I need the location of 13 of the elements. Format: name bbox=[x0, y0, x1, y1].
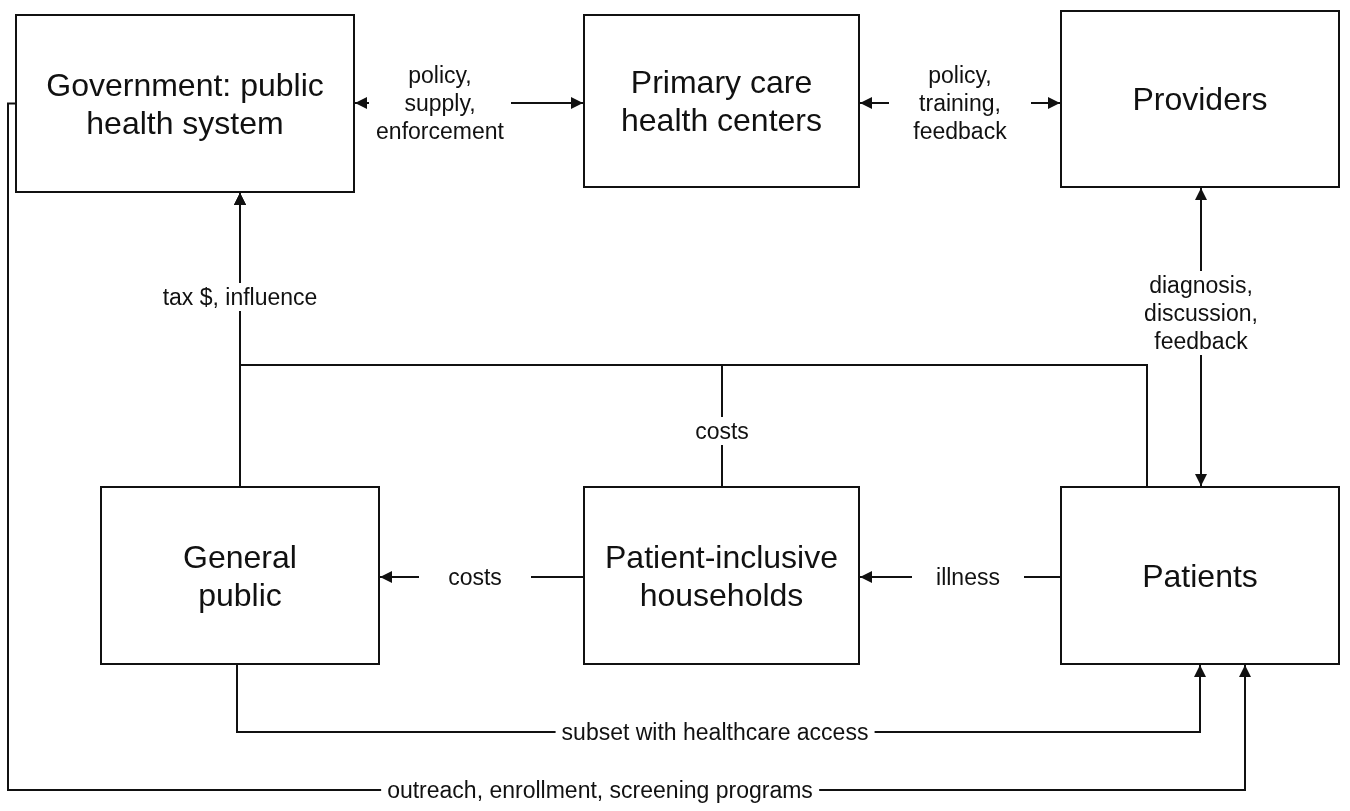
process-box bbox=[583, 486, 860, 665]
process-box bbox=[15, 14, 355, 193]
node-label: Patients bbox=[1141, 556, 1259, 595]
node-label: Primary care health centers bbox=[620, 63, 823, 139]
node-label: Providers bbox=[1131, 80, 1269, 118]
node-label: General public bbox=[182, 537, 298, 614]
process-box bbox=[1060, 486, 1340, 665]
process-box bbox=[1060, 10, 1340, 188]
process-box bbox=[583, 14, 860, 188]
process-box bbox=[100, 486, 380, 665]
arrow bbox=[234, 192, 1148, 487]
node-label: Patient-inclusive households bbox=[604, 537, 839, 614]
node-label: Government: public health system bbox=[45, 65, 325, 142]
